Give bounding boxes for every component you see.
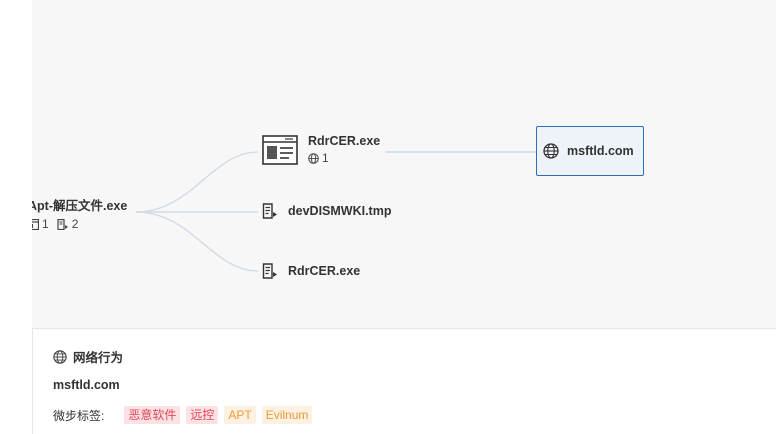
tag-remote-control[interactable]: 远控	[186, 406, 219, 424]
panel-domain[interactable]: msftld.com	[53, 378, 120, 392]
child-process-node[interactable]: RdrCER.exe 1	[262, 134, 380, 165]
file-node-exe-label: RdrCER.exe	[288, 264, 361, 278]
tag-row: 微步标签: 恶意软件 远控 APT Evilnum	[53, 406, 318, 424]
root-counts: 1 2	[32, 217, 86, 231]
file-node-exe[interactable]: RdrCER.exe	[262, 263, 360, 279]
child-process-info: RdrCER.exe 1	[308, 134, 380, 165]
graph-edges	[135, 151, 536, 272]
file-count: 2	[57, 217, 79, 231]
file-node-tmp[interactable]: devDISMWKI.tmp	[262, 203, 391, 219]
tag-label: 微步标签:	[53, 408, 105, 423]
process-count: 1	[32, 217, 49, 231]
detail-panel: 网络行为 msftld.com 微步标签: 恶意软件 远控 APT Evilnu…	[32, 328, 776, 434]
globe-icon	[543, 143, 559, 159]
child-process-label: RdrCER.exe	[308, 134, 381, 148]
tag-evilnum[interactable]: Evilnum	[261, 406, 313, 424]
edge-root-file2	[135, 211, 259, 272]
file-arrow-icon	[57, 218, 68, 230]
root-process-label: Apt-解压文件.exe	[32, 199, 128, 213]
child-counts: 1	[308, 151, 380, 165]
file-count-value: 2	[71, 217, 79, 231]
edge-root-exe	[135, 151, 259, 213]
panel-title: 网络行为	[73, 351, 124, 365]
process-count-value: 1	[42, 217, 49, 231]
domain-node-selected[interactable]: msftld.com	[536, 126, 644, 176]
panel-header: 网络行为	[53, 347, 123, 366]
network-count-value: 1	[322, 151, 329, 165]
network-count: 1	[308, 151, 329, 165]
globe-icon	[308, 152, 319, 164]
graph-canvas[interactable]: Apt-解压文件.exe 1 2	[32, 0, 776, 328]
window-process-icon	[262, 134, 298, 165]
globe-icon	[53, 349, 67, 364]
tag-apt[interactable]: APT	[224, 406, 256, 424]
file-arrow-icon	[262, 203, 277, 219]
file-node-tmp-label: devDISMWKI.tmp	[288, 204, 392, 218]
file-arrow-icon	[262, 263, 277, 279]
tag-malware[interactable]: 恶意软件	[124, 406, 181, 424]
root-process-node[interactable]: Apt-解压文件.exe 1 2	[32, 195, 127, 231]
window-process-icon	[32, 218, 39, 230]
domain-node-label: msftld.com	[567, 144, 634, 158]
